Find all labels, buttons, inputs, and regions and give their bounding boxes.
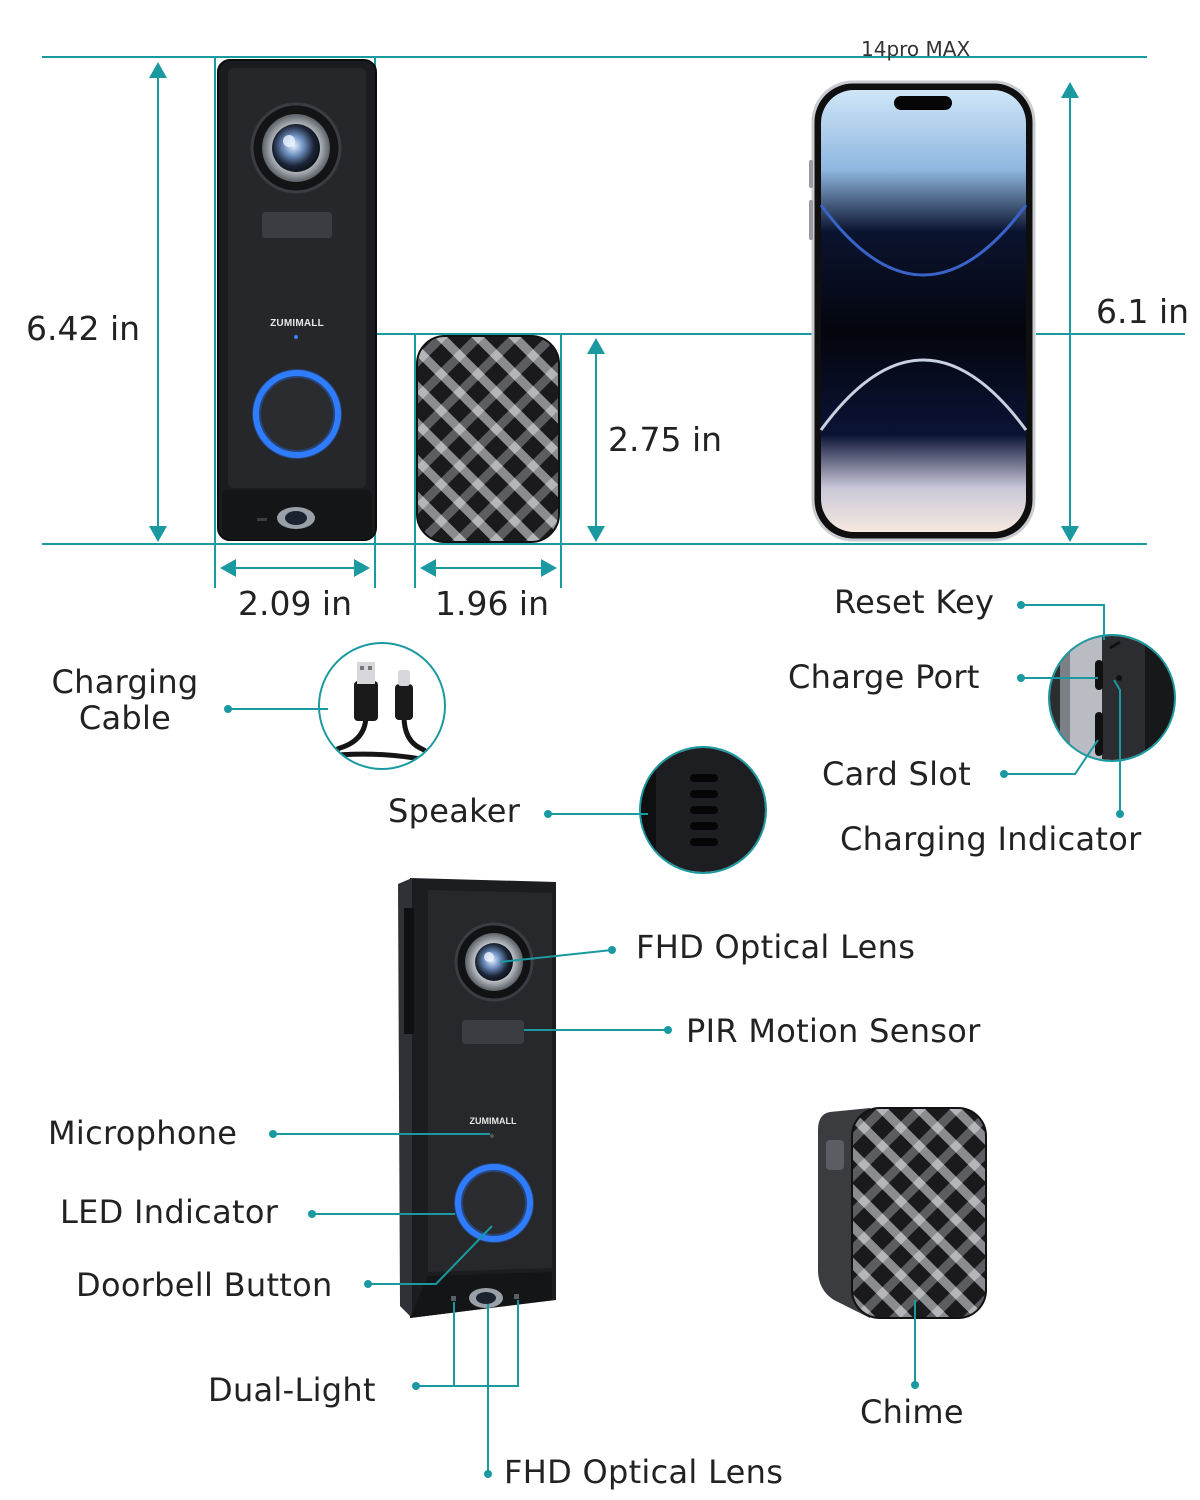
side-ports-icon: [1048, 634, 1176, 762]
angled-doorbell-brand-logo: ZUMIMALL: [469, 1116, 517, 1126]
charging-indicator-label: Charging Indicator: [840, 820, 1142, 858]
angled-doorbell-button-icon: [454, 1163, 534, 1243]
chime-height-label: 2.75 in: [608, 420, 723, 459]
charging-cable-icon: [318, 642, 446, 770]
doorbell-angled-view: [398, 878, 556, 1318]
doorbell-brand-logo: ZUMIMALL: [270, 318, 324, 329]
doorbell-pir-window: [262, 212, 332, 238]
charging-cable-label-line1: Charging: [51, 663, 199, 701]
pir-sensor-label: PIR Motion Sensor: [686, 1012, 981, 1050]
doorbell-front-view: [217, 59, 377, 541]
microphone-label: Microphone: [48, 1114, 238, 1152]
charging-cable-label-line2: Cable: [78, 699, 172, 737]
callout-leaders: [228, 604, 1121, 1474]
phone-height-label: 6.1 in: [1096, 292, 1190, 331]
arrow-heads: [149, 62, 1079, 577]
chime-label: Chime: [860, 1393, 964, 1431]
doorbell-button-label: Doorbell Button: [76, 1266, 333, 1304]
chime-front-view: [416, 335, 560, 543]
angled-camera-lens-icon: [454, 922, 534, 1002]
speaker-grille-icon: [639, 746, 767, 874]
doorbell-camera-lens-icon: [250, 102, 342, 194]
angled-bottom-lens-icon: [451, 1288, 519, 1308]
charge-port-label: Charge Port: [788, 658, 980, 696]
card-slot-label: Card Slot: [822, 755, 972, 793]
dual-light-label: Dual-Light: [208, 1371, 376, 1409]
fhd-lens-top-label: FHD Optical Lens: [636, 928, 916, 966]
doorbell-button-icon: [252, 369, 342, 459]
reset-key-label: Reset Key: [834, 583, 995, 621]
angled-pir-window: [462, 1020, 524, 1044]
phone-model-label: 14pro MAX: [861, 37, 971, 61]
callout-dots: [224, 601, 1124, 1478]
doorbell-height-label: 6.42 in: [26, 309, 141, 348]
chime-width-label: 1.96 in: [434, 584, 550, 623]
led-indicator-label: LED Indicator: [60, 1193, 279, 1231]
charging-cable-label: Charging Cable: [30, 664, 220, 736]
phone-illustration: [809, 80, 1036, 542]
chime-angled-view: [818, 1107, 987, 1319]
fhd-lens-bottom-label: FHD Optical Lens: [504, 1453, 784, 1491]
doorbell-bottom-lens-icon: [257, 507, 315, 529]
doorbell-width-label: 2.09 in: [237, 584, 353, 623]
speaker-label: Speaker: [388, 792, 521, 830]
